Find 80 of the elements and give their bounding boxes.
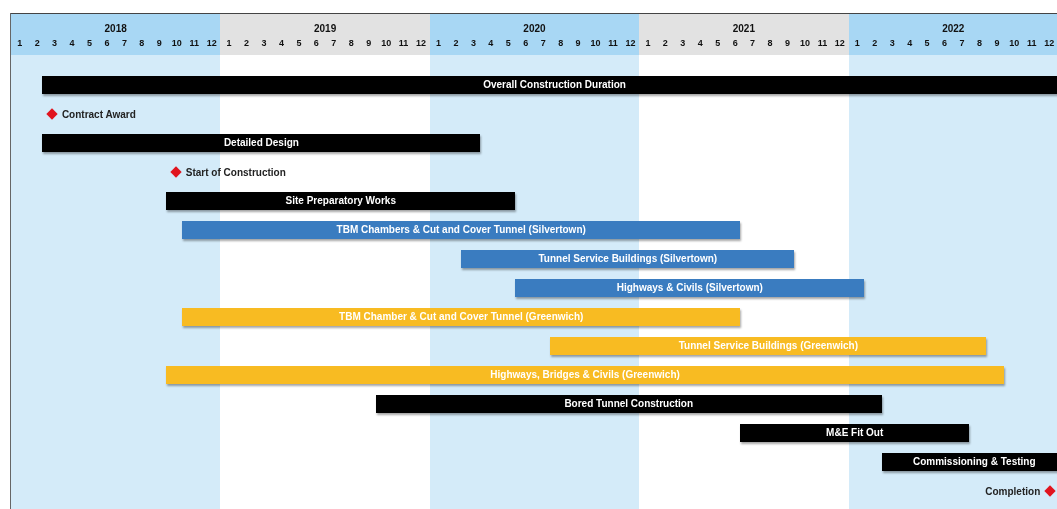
month-label: 5 [923, 38, 931, 48]
month-label: 8 [138, 38, 146, 48]
year-label: 2018 [103, 23, 128, 34]
month-label: 12 [624, 38, 637, 48]
month-label: 6 [103, 38, 111, 48]
month-label: 2 [871, 38, 879, 48]
month-label: 3 [679, 38, 687, 48]
year-label: 2021 [731, 23, 756, 34]
month-label: 9 [365, 38, 373, 48]
year-label: 2019 [312, 23, 338, 34]
month-label: 6 [731, 38, 739, 48]
task-bar: TBM Chambers & Cut and Cover Tunnel (Silvertown) [182, 221, 741, 239]
month-label: 1 [644, 38, 652, 48]
month-label: 6 [522, 38, 530, 48]
month-label: 5 [714, 38, 722, 48]
month-label: 2 [33, 38, 41, 48]
month-label: 7 [749, 38, 757, 48]
month-label: 2 [243, 38, 251, 48]
month-label: 9 [784, 38, 791, 48]
month-label: 3 [888, 38, 896, 48]
month-label: 1 [16, 38, 24, 48]
month-label: 5 [504, 38, 512, 48]
month-label: 11 [1026, 38, 1038, 48]
month-label: 2 [661, 38, 669, 48]
month-label: 10 [1008, 38, 1021, 48]
task-bar: Detailed Design [42, 134, 481, 152]
month-label: 11 [607, 38, 619, 48]
month-label: 3 [51, 38, 59, 48]
task-bar: Commissioning & Testing [881, 453, 1057, 471]
task-bar: Site Preparatory Works [166, 192, 516, 210]
month-label: 1 [853, 38, 861, 48]
milestone-label: Contract Award [61, 108, 136, 120]
month-label: 12 [1043, 38, 1056, 48]
month-label: 9 [574, 38, 582, 48]
month-label: 10 [589, 38, 602, 48]
month-label: 7 [958, 38, 966, 48]
task-bar: M&E Fit Out [740, 424, 969, 442]
month-label: 11 [397, 38, 410, 48]
month-label: 11 [188, 38, 200, 48]
month-label: 12 [833, 38, 846, 48]
month-label: 5 [86, 38, 93, 48]
month-label: 8 [557, 38, 565, 48]
month-label: 7 [539, 38, 547, 48]
month-label: 6 [312, 38, 320, 48]
month-label: 11 [816, 38, 829, 48]
month-label: 7 [120, 38, 128, 48]
task-bar: Tunnel Service Buildings (Greenwich) [550, 337, 987, 355]
month-label: 4 [696, 38, 704, 48]
month-label: 3 [260, 38, 268, 48]
month-label: 6 [941, 38, 949, 48]
month-label: 2 [452, 38, 460, 48]
month-label: 1 [225, 38, 233, 48]
year-label: 2022 [941, 23, 966, 34]
month-label: 8 [347, 38, 355, 48]
task-bar: Overall Construction Duration [42, 76, 1057, 94]
month-label: 12 [415, 38, 428, 48]
milestone-label: Completion [985, 485, 1041, 497]
month-label: 4 [277, 38, 285, 48]
month-label: 9 [155, 38, 163, 48]
task-bar: TBM Chamber & Cut and Cover Tunnel (Greenwich) [182, 308, 741, 326]
month-label: 10 [380, 38, 393, 48]
milestone-label: Start of Construction [185, 166, 286, 178]
month-label: 10 [798, 38, 811, 48]
month-label: 7 [330, 38, 338, 48]
task-bar: Highways, Bridges & Civils (Greenwich) [166, 366, 1004, 384]
month-label: 12 [205, 38, 218, 48]
month-label: 8 [766, 38, 774, 48]
month-label: 10 [170, 38, 183, 48]
month-label: 4 [906, 38, 914, 48]
month-label: 8 [975, 38, 983, 48]
task-bar: Tunnel Service Buildings (Silvertown) [461, 250, 795, 268]
month-label: 3 [469, 38, 477, 48]
month-label: 1 [435, 38, 442, 48]
month-label: 9 [993, 38, 1001, 48]
task-bar: Highways & Civils (Silvertown) [515, 279, 865, 297]
month-label: 4 [68, 38, 76, 48]
task-bar: Bored Tunnel Construction [375, 395, 882, 413]
month-label: 5 [295, 38, 303, 48]
year-label: 2020 [522, 23, 547, 34]
month-label: 4 [487, 38, 495, 48]
